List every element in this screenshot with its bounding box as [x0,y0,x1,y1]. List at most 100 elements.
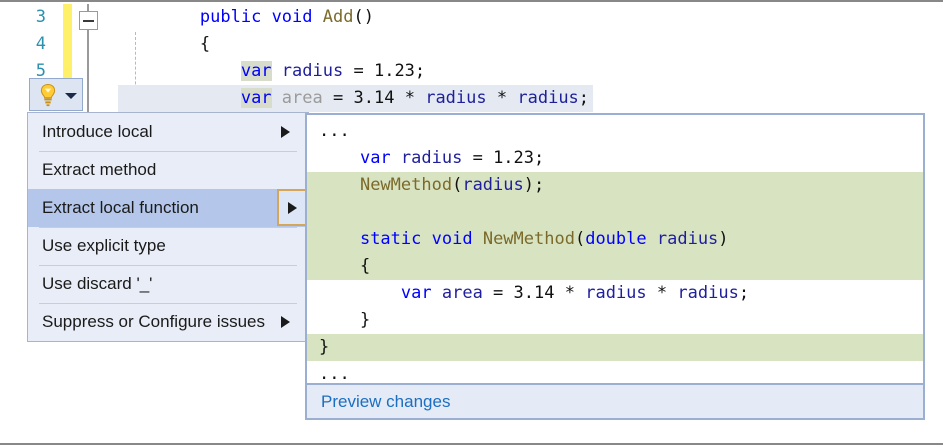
menu-separator [39,303,297,304]
code-line[interactable]: 4 { [0,31,943,58]
code-token: } [319,337,330,357]
code-text: { [118,31,210,58]
preview-footer[interactable]: Preview changes [305,383,925,420]
preview-code-text: ... [319,361,350,388]
code-token [575,283,585,303]
code-token: * [564,283,575,303]
code-token [507,88,517,108]
code-token: = [333,88,344,108]
collapse-minus-icon[interactable] [79,11,98,30]
menu-item-extract-local-function[interactable]: Extract local function [28,189,308,227]
change-bar [63,4,72,90]
code-token: ) [718,229,729,249]
chevron-right-icon[interactable] [281,126,290,138]
menu-item-label: Extract local function [42,198,199,217]
code-token [272,61,282,81]
quick-actions-preview-panel: ... var radius = 1.23; NewMethod(radius)… [305,113,925,420]
code-token: void [271,7,313,27]
code-token: 3.14 [513,283,555,303]
code-token: () [353,7,374,27]
code-token [554,283,564,303]
code-token [118,7,200,27]
indent-guide [135,32,136,114]
code-token: 3.14 [353,88,395,108]
code-token: = [353,61,364,81]
menu-item-label: Use discard '_' [42,274,153,293]
code-token [415,88,425,108]
code-token: ; [414,61,426,81]
code-token: } [359,310,371,330]
code-token: { [199,34,211,54]
menu-item-use-explicit-type[interactable]: Use explicit type [28,227,308,265]
code-token: NewMethod [482,229,575,249]
quick-actions-lightbulb-button[interactable] [29,78,83,111]
code-line[interactable]: 6 var area = 3.14 * radius * radius; [0,85,943,112]
code-token: var [240,61,272,81]
menu-item-extract-method[interactable]: Extract method [28,151,308,189]
code-token [323,88,333,108]
code-token: { [359,256,371,276]
preview-line: ... [307,118,923,145]
window-bottom-border [0,443,943,445]
code-token [319,229,360,249]
code-token: double [585,229,647,249]
preview-line: } [307,307,923,334]
menu-item-suppress-or-configure-issues[interactable]: Suppress or Configure issues [28,303,308,341]
submenu-expander-focus[interactable] [277,189,308,226]
menu-separator [39,227,297,228]
menu-item-label: Suppress or Configure issues [42,312,266,331]
preview-line-added: { [307,253,923,280]
preview-changes-link[interactable]: Preview changes [321,392,451,411]
code-token: radius [281,61,344,81]
code-token: * [496,88,508,108]
code-token: var [240,88,272,108]
code-text: var area = 3.14 * radius * radius; [118,85,594,112]
code-token: ... [319,121,350,141]
code-token: ; [738,283,750,303]
code-token [473,229,483,249]
preview-code-text: NewMethod(radius); [319,172,544,199]
code-token [118,61,241,81]
code-token: ( [574,229,586,249]
code-token: = [482,283,514,303]
code-line[interactable]: 3 public void Add() [0,4,943,31]
chevron-down-icon[interactable] [65,93,77,99]
menu-item-label: Extract method [42,160,157,179]
code-token: ); [523,175,545,195]
code-token: ... [319,364,350,384]
code-token [343,61,353,81]
code-token: * [656,283,668,303]
code-line[interactable]: 5 var radius = 1.23; [0,58,943,85]
code-token: = [462,148,494,168]
outlining-vertical-line [87,4,89,114]
menu-item-introduce-local[interactable]: Introduce local [28,113,308,151]
chevron-right-icon[interactable] [281,316,290,328]
preview-code-text: } [319,334,329,361]
menu-item-use-discard[interactable]: Use discard '_' [28,265,308,303]
code-token [487,88,497,108]
code-text: var radius = 1.23; [118,58,425,85]
code-token [118,88,241,108]
code-token: area [441,283,483,303]
code-token: var [400,283,432,303]
code-token: 1.23 [493,148,535,168]
code-token: public [199,7,262,27]
code-token: * [404,88,415,108]
line-number: 3 [35,7,46,27]
preview-code-text: var area = 3.14 * radius * radius; [319,280,749,307]
code-token [319,256,360,276]
code-token [364,61,374,81]
code-token [319,310,360,330]
code-token [343,88,353,108]
code-token [313,7,323,27]
preview-code-text: ... [319,118,350,145]
code-token: radius [400,148,463,168]
code-token: Add [322,7,354,27]
preview-line: var area = 3.14 * radius * radius; [307,280,923,307]
line-number: 5 [35,61,46,81]
code-token: void [431,229,473,249]
menu-separator [39,151,297,152]
code-token: ( [452,175,463,195]
